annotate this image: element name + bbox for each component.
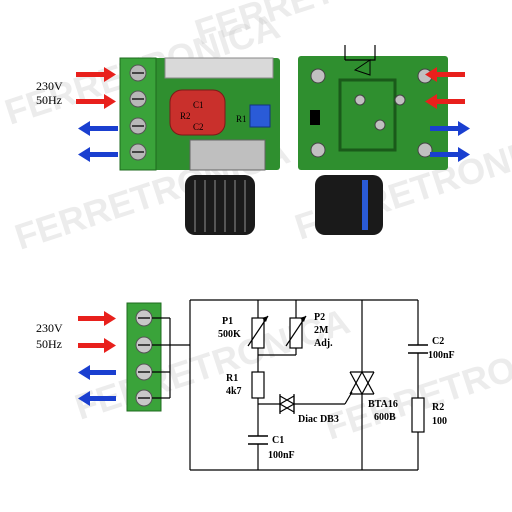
p2-note-label: Adj. bbox=[314, 338, 333, 349]
board-label-c2: C2 bbox=[193, 122, 204, 132]
p2-potentiometer: P2 2M Adj. bbox=[285, 312, 333, 349]
photo-left-arrows bbox=[76, 67, 118, 162]
arrow-in-icon bbox=[78, 311, 116, 326]
photo-right-arrows bbox=[425, 67, 470, 162]
r2-resistor: R2 100 bbox=[411, 397, 447, 433]
c1-value-label: 100nF bbox=[268, 450, 295, 461]
arrow-out-icon bbox=[78, 147, 118, 162]
diac-label: Diac DB3 bbox=[298, 414, 339, 425]
c2-value-label: 100nF bbox=[428, 350, 455, 361]
triac-bta16: BTA16 600B bbox=[349, 370, 398, 423]
r1-resistor: R1 4k7 bbox=[226, 371, 265, 399]
arrow-out-icon bbox=[430, 147, 470, 162]
arrow-out-icon bbox=[430, 121, 470, 136]
schematic-voltage-label: 230V bbox=[36, 321, 63, 335]
p1-potentiometer: P1 500K bbox=[218, 315, 269, 349]
schematic-wires bbox=[152, 299, 419, 471]
board-label-r1: R1 bbox=[236, 114, 247, 124]
r1-value-label: 4k7 bbox=[226, 386, 242, 397]
terminal-block bbox=[126, 302, 162, 412]
photo-frequency-label: 50Hz bbox=[36, 93, 62, 107]
board-label-r2: R2 bbox=[180, 111, 191, 121]
arrow-in-icon bbox=[78, 338, 116, 353]
p2-value-label: 2M bbox=[314, 325, 329, 336]
p2-name-label: P2 bbox=[314, 312, 325, 323]
triac-name-label: BTA16 bbox=[368, 399, 398, 410]
arrow-in-icon bbox=[76, 94, 116, 109]
diac-db3: Diac DB3 bbox=[278, 394, 339, 425]
schematic-section: 230V 50Hz bbox=[36, 299, 455, 471]
triac-value-label: 600B bbox=[374, 412, 396, 423]
c1-capacitor: C1 100nF bbox=[248, 435, 295, 461]
arrow-out-icon bbox=[78, 121, 118, 136]
arrow-in-icon bbox=[425, 67, 465, 82]
c1-name-label: C1 bbox=[272, 435, 284, 446]
schematic-frequency-label: 50Hz bbox=[36, 337, 62, 351]
p1-name-label: P1 bbox=[222, 316, 233, 327]
schematic-arrows bbox=[78, 311, 116, 406]
arrow-in-icon bbox=[425, 94, 465, 109]
c2-capacitor: C2 100nF bbox=[408, 336, 455, 361]
board-front-photo: C1 R2 C2 R1 bbox=[119, 57, 280, 235]
board-label-c1: C1 bbox=[193, 100, 204, 110]
arrow-in-icon bbox=[76, 67, 116, 82]
arrow-out-icon bbox=[78, 391, 116, 406]
board-back-photo bbox=[298, 45, 448, 235]
p1-value-label: 500K bbox=[218, 329, 241, 340]
r1-name-label: R1 bbox=[226, 373, 238, 384]
r2-value-label: 100 bbox=[432, 416, 447, 427]
c2-name-label: C2 bbox=[432, 336, 444, 347]
arrow-out-icon bbox=[78, 365, 116, 380]
photo-section: 230V 50Hz C1 R2 C2 bbox=[36, 45, 470, 235]
photo-voltage-label: 230V bbox=[36, 79, 63, 93]
r2-name-label: R2 bbox=[432, 402, 444, 413]
